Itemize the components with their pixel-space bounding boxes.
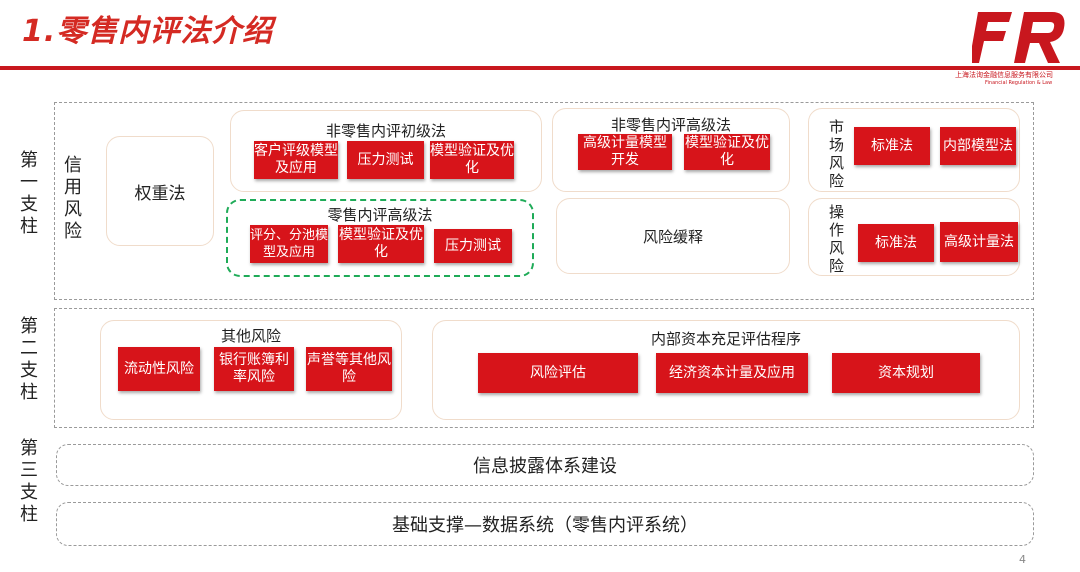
operational-standard-box: 标准法 [858, 224, 934, 262]
market-risk-label: 市场风险 [828, 118, 844, 190]
non-retail-advanced-title: 非零售内评高级法 [610, 116, 731, 134]
retail-stress-test-box: 压力测试 [434, 229, 512, 263]
operational-risk-label: 操作风险 [828, 203, 844, 275]
advanced-model-dev-box: 高级计量模型开发 [578, 134, 672, 170]
non-retail-basic-title: 非零售内评初级法 [325, 122, 446, 140]
page-title: 1.零售内评法介绍 [22, 14, 274, 49]
internal-model-box: 内部模型法 [940, 127, 1016, 165]
retail-advanced-title: 零售内评高级法 [327, 206, 433, 224]
title-divider [0, 66, 1080, 70]
credit-risk-label: 信用风险 [64, 155, 82, 242]
pillar-two-label: 第二支柱 [20, 316, 38, 403]
retail-advanced-group [226, 199, 534, 277]
stress-test-box: 压力测试 [347, 141, 424, 179]
icaap-title: 内部资本充足评估程序 [650, 330, 801, 348]
non-retail-model-validation-box: 模型验证及优化 [684, 134, 770, 170]
disclosure-bar: 信息披露体系建设 [56, 444, 1034, 486]
fr-logo [972, 12, 1065, 63]
liquidity-risk-box: 流动性风险 [118, 347, 200, 391]
model-validation-box: 模型验证及优化 [430, 141, 514, 179]
pillar-three-label: 第三支柱 [20, 438, 38, 525]
foundation-bar: 基础支撑—数据系统（零售内评系统） [56, 502, 1034, 546]
risk-mitigation-box: 风险缓释 [556, 198, 790, 274]
advanced-measurement-box: 高级计量法 [940, 222, 1018, 262]
retail-model-validation-box: 模型验证及优化 [338, 225, 424, 263]
banking-book-rate-risk-box: 银行账簿利率风险 [214, 347, 294, 391]
capital-planning-box: 资本规划 [832, 353, 980, 393]
scoring-pooling-model-box: 评分、分池模型及应用 [250, 225, 328, 263]
reputation-risk-box: 声誉等其他风险 [306, 347, 392, 391]
customer-rating-model-box: 客户评级模型及应用 [254, 141, 338, 179]
pillar-one-region [54, 102, 1034, 300]
risk-assessment-box: 风险评估 [478, 353, 638, 393]
market-standard-box: 标准法 [854, 127, 930, 165]
pillar-one-label: 第一支柱 [20, 150, 38, 237]
pillar-two-region [54, 308, 1034, 428]
economic-capital-box: 经济资本计量及应用 [656, 353, 808, 393]
logo-company-name: 上海法询金融信息服务有限公司 [955, 71, 1053, 79]
weighted-approach-box: 权重法 [106, 136, 214, 246]
other-risks-title: 其他风险 [220, 327, 281, 345]
page-number: 4 [1019, 553, 1026, 566]
logo-company-name-en: Financial Regulation & Law [985, 80, 1053, 86]
